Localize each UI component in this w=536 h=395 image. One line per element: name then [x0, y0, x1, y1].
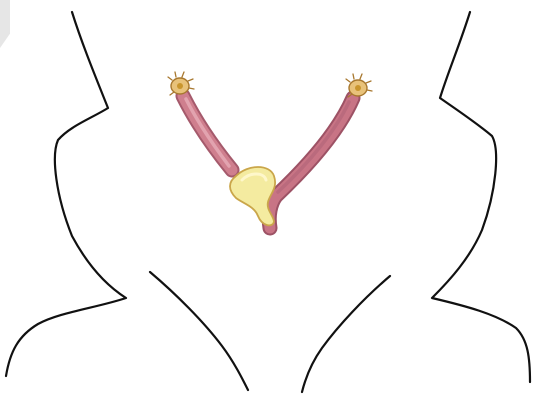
left-fimbria-center: [177, 83, 183, 89]
right-arm-outline: [302, 276, 390, 392]
right-fallopian-tube-icon: [269, 98, 353, 228]
right-torso-outline: [432, 12, 530, 382]
left-torso-outline: [6, 12, 126, 376]
left-tube-highlight: [186, 99, 229, 166]
uterus-icon: [230, 167, 275, 225]
left-arm-outline: [150, 272, 248, 390]
left-fallopian-tube-icon: [183, 96, 232, 170]
left-fimbria-icon: [168, 72, 194, 95]
right-fimbria-center: [355, 85, 361, 91]
